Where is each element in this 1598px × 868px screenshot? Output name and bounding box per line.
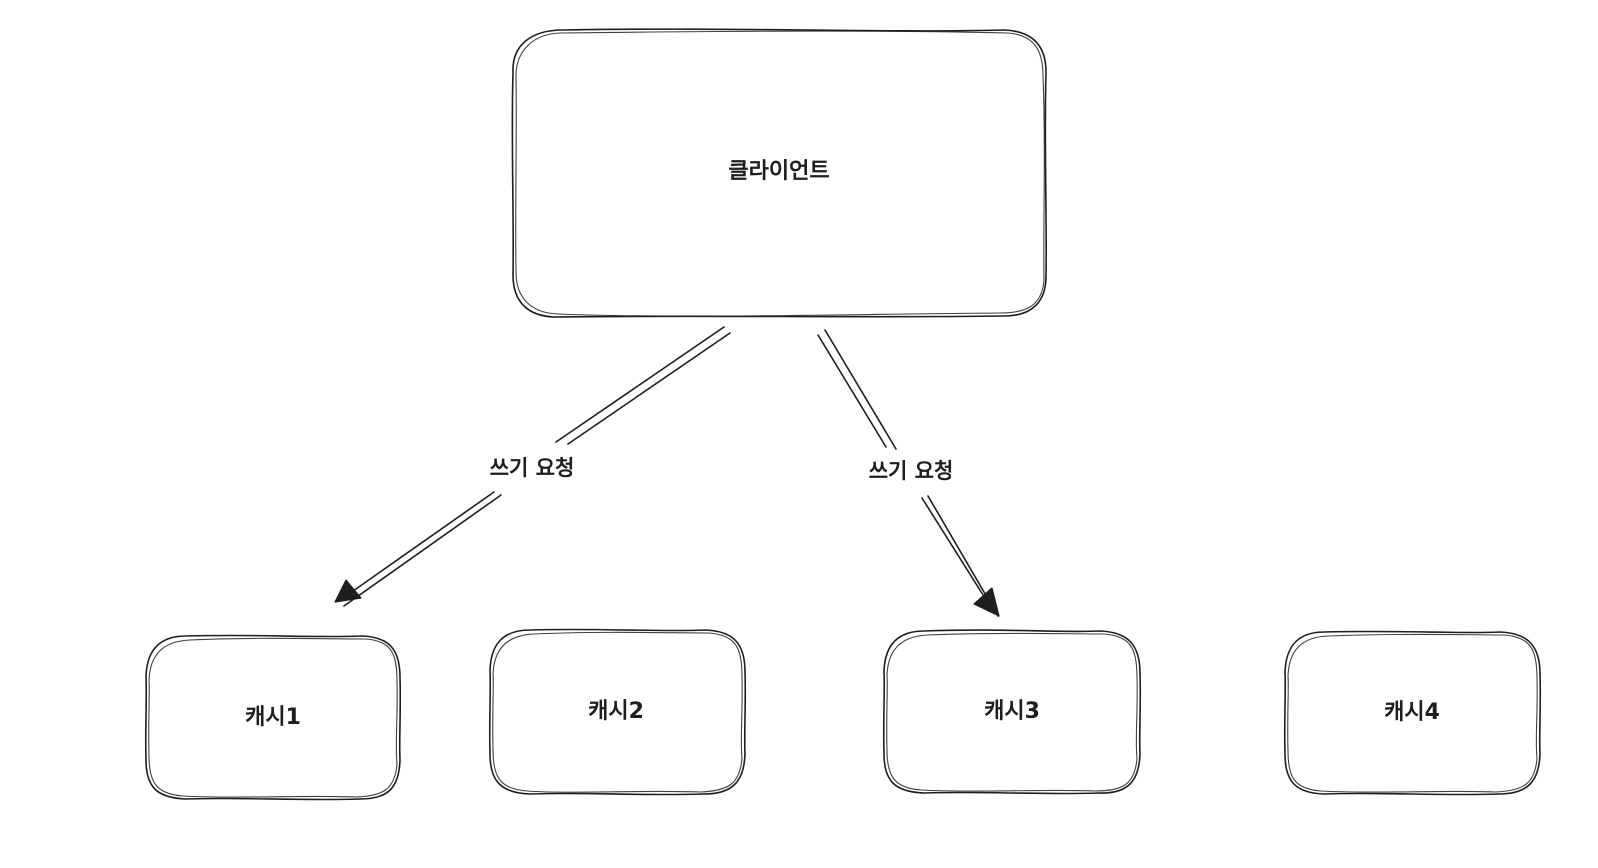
node-cache2-border-stroke2 <box>492 631 743 793</box>
node-cache4-border <box>1283 630 1542 796</box>
arrowhead-down-right-icon <box>973 587 1000 617</box>
node-client-border <box>511 28 1048 318</box>
node-cache2-border <box>488 628 747 796</box>
node-client[interactable]: 클라이언트 <box>511 28 1048 318</box>
node-cache4-label: 캐시4 <box>1384 700 1440 725</box>
edge-client-to-cache3[interactable]: 쓰기 요청 <box>817 329 1000 617</box>
edge-client-to-cache3-line-c <box>921 497 991 607</box>
node-cache2-label: 캐시2 <box>588 699 644 724</box>
edge-client-to-cache1[interactable]: 쓰기 요청 <box>334 326 731 607</box>
node-cache1-label: 캐시1 <box>245 705 301 730</box>
node-cache4[interactable]: 캐시4 <box>1283 630 1542 796</box>
node-client-border-stroke2 <box>515 30 1045 317</box>
edge-client-to-cache1-line-b <box>567 332 731 445</box>
node-cache1[interactable]: 캐시1 <box>144 634 402 801</box>
edge-client-to-cache3-label: 쓰기 요청 <box>869 459 954 483</box>
edge-client-to-cache1-line-c <box>345 491 495 597</box>
node-cache4-border-stroke2 <box>1287 633 1538 793</box>
node-cache1-border <box>144 634 402 801</box>
edge-client-to-cache1-label: 쓰기 요청 <box>490 456 575 480</box>
node-cache3[interactable]: 캐시3 <box>882 629 1142 795</box>
node-cache3-label: 캐시3 <box>984 699 1040 724</box>
arrowhead-down-left-icon <box>334 579 362 603</box>
edge-client-to-cache1-line-d <box>343 494 502 607</box>
edge-client-to-cache3-line-a <box>817 334 887 448</box>
edge-client-to-cache1-line-a <box>555 326 725 443</box>
node-cache1-border-stroke2 <box>148 637 398 798</box>
edge-client-to-cache3-line-b <box>824 329 897 450</box>
node-client-label: 클라이언트 <box>728 159 829 184</box>
node-cache3-border <box>882 629 1142 795</box>
node-cache3-border-stroke2 <box>886 632 1138 792</box>
node-cache2[interactable]: 캐시2 <box>488 628 747 796</box>
